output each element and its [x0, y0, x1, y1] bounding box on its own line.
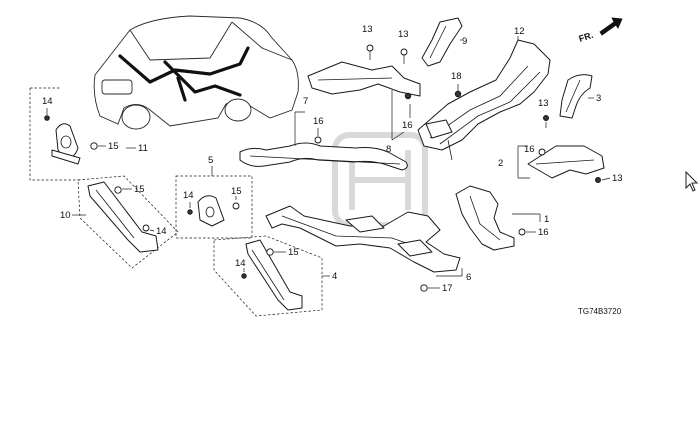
- callout-13-d: 13: [612, 173, 623, 184]
- callout-16-d: 16: [538, 227, 549, 238]
- callout-2: 2: [498, 158, 503, 169]
- callout-14-d: 14: [235, 258, 246, 269]
- part-8-group: 13 13 16 8: [307, 24, 421, 155]
- callout-15-c: 15: [231, 186, 242, 197]
- callout-7: 7: [303, 96, 308, 107]
- part-3-group: 3: [559, 74, 601, 119]
- callout-15-a: 15: [108, 141, 119, 152]
- callout-6: 6: [466, 272, 471, 283]
- direction-label: FR.: [578, 30, 595, 44]
- callout-14-b: 14: [156, 226, 167, 237]
- callout-16-a: 16: [313, 116, 324, 127]
- callout-5: 5: [208, 155, 213, 166]
- callout-14-c: 14: [183, 190, 194, 201]
- callout-15-b: 15: [134, 184, 145, 195]
- callout-17: 17: [442, 283, 453, 294]
- mouse-pointer-icon: [685, 170, 699, 192]
- callout-1: 1: [544, 214, 549, 225]
- callout-12: 12: [514, 26, 525, 37]
- part-6-group: 6 17: [265, 205, 471, 294]
- part-11-group: 14 15 11: [29, 87, 148, 181]
- callout-16-c: 16: [524, 144, 535, 155]
- callout-11: 11: [138, 143, 148, 154]
- diagram-code: TG74B3720: [578, 307, 622, 316]
- callout-18: 18: [451, 71, 462, 82]
- part-1-group: 1 16: [455, 185, 549, 251]
- part-12-group: 12 18: [417, 26, 551, 161]
- callout-13-c: 13: [538, 98, 549, 109]
- part-10-group: 15 14 10: [60, 175, 179, 269]
- callout-14-a: 14: [42, 96, 53, 107]
- callout-3: 3: [596, 93, 601, 104]
- callout-10: 10: [60, 210, 71, 221]
- callout-16-b: 16: [402, 120, 413, 131]
- callout-4: 4: [332, 271, 337, 282]
- part-4-group: 15 14 4: [213, 235, 337, 317]
- vehicle-locator: [93, 15, 299, 130]
- part-9-group: 9: [421, 17, 467, 67]
- forward-arrow-icon: [599, 17, 623, 36]
- callout-13-b: 13: [398, 29, 409, 40]
- part-5-group: 5 14 15: [175, 155, 253, 239]
- part-7-group: 7 16: [239, 96, 408, 171]
- part-2-group: 13 16 2 13: [498, 98, 623, 184]
- callout-8: 8: [386, 144, 391, 155]
- callout-15-d: 15: [288, 247, 299, 258]
- front-direction-indicator: FR.: [578, 17, 623, 44]
- callout-9: 9: [462, 36, 467, 47]
- callout-13-a: 13: [362, 24, 373, 35]
